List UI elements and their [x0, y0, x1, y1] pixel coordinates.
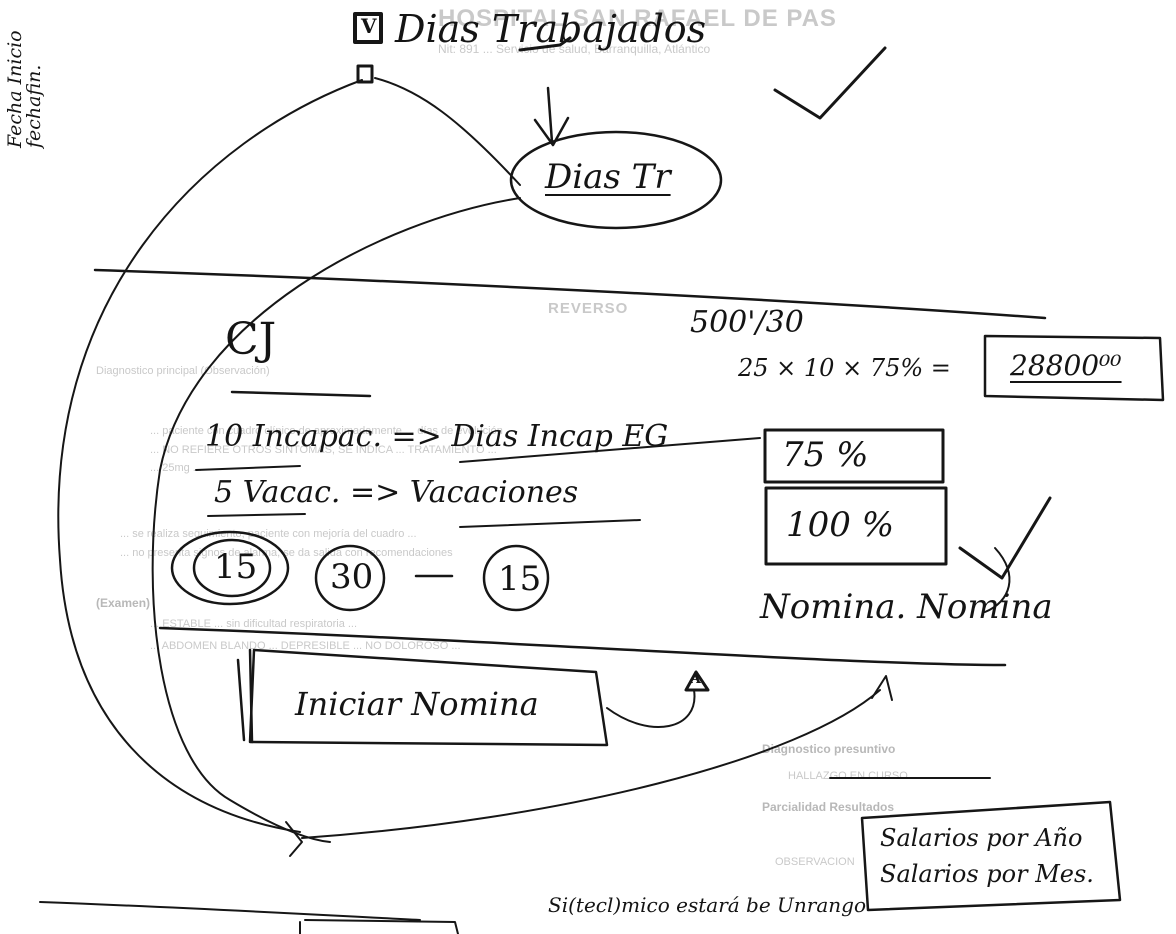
salary-line-2: Salarios por Mes.	[880, 860, 1094, 888]
bg-section-heading: REVERSO	[548, 300, 629, 317]
nomina-note: Nomina. Nomina	[760, 587, 1053, 627]
separator-line	[158, 626, 1007, 667]
bottom-note: Si(tecl)mico estará be Unrango	[548, 893, 866, 917]
bg-title: HOSPITAL SAN RAFAEL DE PAS	[438, 5, 837, 32]
connector-arc-bottom	[301, 689, 881, 839]
bg-line: Diagnostico principal (Observación)	[96, 365, 270, 377]
bg-line: (Examen)	[96, 596, 151, 610]
vacac-pct: 100 %	[786, 505, 895, 545]
vacac-pct-box	[764, 486, 948, 566]
bg-line: ... NO REFIERE OTROS SINTOMAS, SE INDICA…	[150, 444, 497, 456]
dias-tr-circle	[509, 130, 723, 230]
checkmark-icon	[958, 496, 1052, 580]
bg-bold-line: Parcialidad Resultados	[762, 800, 895, 814]
connector-arc-inner	[151, 197, 521, 843]
incap-pct: 75 %	[782, 435, 869, 475]
circle-15-label: 15	[214, 547, 258, 587]
vacac-line: 5 Vacac. => Vacaciones	[214, 475, 579, 510]
circled-label: Dias Tr	[545, 157, 671, 197]
connector-arc-left	[57, 79, 363, 833]
header-underline	[518, 36, 572, 52]
bg-line: ... ABDOMEN BLANDO ... DEPRESIBLE ... NO…	[150, 640, 461, 652]
section-code: CJ	[225, 314, 277, 365]
formula-top: 500'/30	[690, 305, 804, 340]
down-arrow-icon	[546, 86, 554, 144]
bg-bold-line: Diagnostico presuntivo	[762, 742, 896, 756]
bg-line: ... 25mg ...	[150, 462, 202, 474]
side-note: Fecha Inicio fechafin.	[4, 30, 45, 148]
salary-line-1: Salarios por Año	[880, 824, 1083, 852]
checkbox-mark: V	[361, 14, 377, 38]
circle-30-label: 30	[330, 557, 374, 597]
salary-box	[860, 800, 1122, 912]
circle-15	[192, 538, 272, 598]
circle-30	[314, 544, 386, 612]
bg-line: ... ESTABLE ... sin dificultad respirato…	[150, 618, 358, 630]
checkbox-icon	[353, 12, 383, 44]
checkmark-icon	[773, 46, 887, 120]
circle-15b	[482, 544, 550, 612]
small-checkbox-icon	[356, 64, 374, 84]
formula-calc: 25 × 10 × 75% =	[738, 354, 951, 382]
bg-line: ... paciente con cuadro clínico de aprox…	[150, 425, 503, 437]
warning-triangle-label: A	[690, 671, 701, 687]
circle-15-outer	[170, 530, 290, 606]
bg-line: OBSERVACION	[775, 856, 855, 868]
divider-line	[93, 268, 1047, 320]
result-box	[983, 334, 1165, 402]
circle-15b-label: 15	[498, 559, 542, 599]
incap-pct-box	[763, 428, 945, 484]
bg-line: ... se realiza seguimiento, paciente con…	[120, 528, 417, 540]
connector-line	[374, 77, 521, 186]
bg-subtitle: Nit: 891 ... Servicio de salud, Barranqu…	[438, 42, 711, 56]
incap-line: 10 Incapac. => Dias Incap EG	[205, 419, 669, 454]
warning-triangle-icon	[684, 670, 710, 692]
formula-result: 28800⁰⁰	[1010, 349, 1122, 382]
iniciar-nomina-button[interactable]: Iniciar Nomina	[295, 685, 539, 723]
top-header: Dias Trabajados	[395, 7, 707, 51]
